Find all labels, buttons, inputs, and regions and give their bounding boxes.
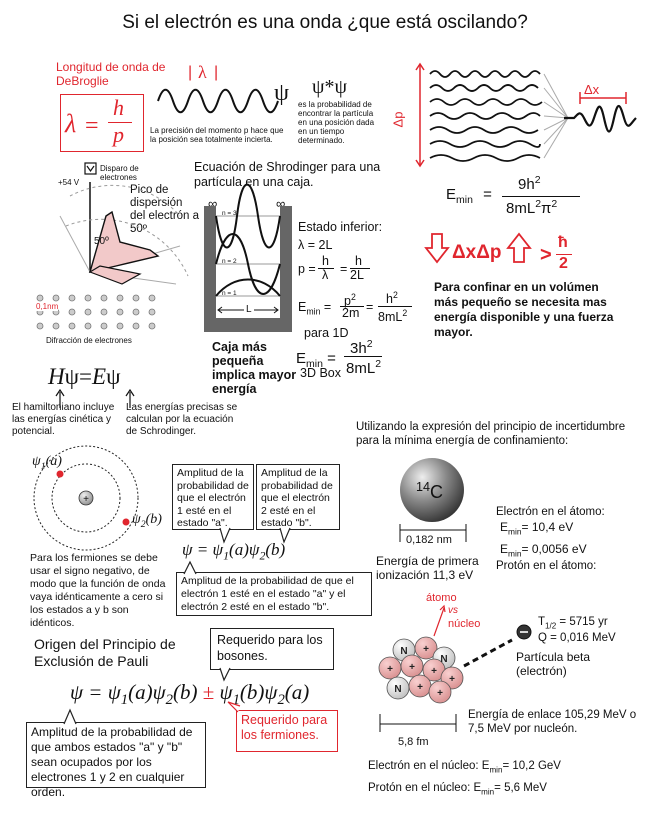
voltage-label: +54 V bbox=[58, 178, 80, 187]
carbon-intro: Utilizando la expresión del principio de… bbox=[356, 421, 626, 447]
bosons-box: Requerido para los bosones. bbox=[210, 628, 334, 670]
probability-note: es la probabilidad de encontrar la partí… bbox=[298, 100, 375, 145]
electron-gun-icon bbox=[84, 162, 97, 175]
electron-in-atom: Electrón en el átomo: bbox=[496, 506, 605, 518]
psi2b-label: ψ2(b) bbox=[132, 512, 162, 530]
svg-text:+: + bbox=[431, 666, 437, 677]
spacing-label: 0,1nm bbox=[36, 302, 59, 311]
energy-note: Las energías precisas se calculan por la… bbox=[126, 402, 238, 437]
psi1a-label: ψ1(a) bbox=[32, 454, 62, 472]
proton-in-nucleus: Protón en el núcleo: Emin= 5,6 MeV bbox=[368, 782, 547, 797]
electron-in-nucleus: Electrón en el núcleo: Emin= 10,2 GeV bbox=[368, 760, 561, 775]
svg-text:N: N bbox=[440, 654, 447, 665]
beta-emission-arrow bbox=[463, 638, 513, 668]
estado-inferior: Estado inferior: bbox=[298, 220, 383, 234]
emin-formula: Emin = bbox=[446, 186, 492, 206]
diffraction-lattice bbox=[36, 294, 156, 330]
svg-text:+: + bbox=[423, 644, 429, 655]
carbon-size: 0,182 nm bbox=[406, 534, 452, 546]
nucleus: NNN ++++ +++ bbox=[378, 636, 464, 704]
psi-star-psi: ψ*ψ bbox=[312, 76, 348, 98]
momentum-note: La precisión del momento p hace que la p… bbox=[150, 126, 284, 144]
debroglie-label: Longitud de onda de DeBroglie bbox=[56, 60, 166, 88]
delta-x-label: Δx bbox=[584, 82, 600, 97]
page-title: Si el electrón es una onda ¿que está osc… bbox=[122, 12, 528, 33]
amp-any-order-box: Amplitud de la probabilidad de que ambos… bbox=[26, 722, 206, 799]
carbon-atom bbox=[400, 458, 464, 522]
lambda-symbol: λ bbox=[65, 109, 77, 138]
p-denominator: p bbox=[113, 122, 124, 147]
wave-lambda: λ bbox=[198, 62, 207, 82]
svg-text:+: + bbox=[409, 662, 415, 673]
h-numerator: h bbox=[113, 95, 124, 120]
svg-text:+: + bbox=[437, 688, 443, 699]
svg-text:+: + bbox=[83, 494, 89, 505]
scattering-diagram bbox=[59, 182, 189, 285]
delta-p-label: Δp bbox=[390, 111, 406, 128]
beta-label: Partícula beta (electrón) bbox=[516, 650, 591, 678]
confinement-note: Para confinar en un volúmen más pequeño … bbox=[434, 280, 614, 339]
binding-energy: Energía de enlace 105,29 MeV o 7,5 MeV p… bbox=[468, 709, 637, 735]
beta-electron bbox=[516, 624, 532, 640]
uncertainty-rule: ΔxΔp bbox=[452, 242, 502, 263]
svg-text:N: N bbox=[400, 646, 407, 657]
pico-label: Pico de dispersión del electrón a 50º bbox=[130, 184, 200, 235]
fermions-box: Requerido para los fermiones. bbox=[236, 710, 338, 752]
infinite-well bbox=[204, 183, 292, 332]
q-value: Q = 0,016 MeV bbox=[538, 632, 616, 644]
proton-in-atom: Protón en el átomo: bbox=[496, 560, 597, 572]
uncertainty-arrows bbox=[424, 232, 532, 264]
angle-label: 50º bbox=[94, 236, 109, 247]
svg-text:+: + bbox=[417, 682, 423, 693]
psi-symbol: ψ bbox=[274, 80, 290, 106]
hamiltonian-equation: Hψ=Eψ bbox=[48, 364, 121, 389]
carbon-14-label: 14C bbox=[416, 480, 444, 502]
atomo-label: átomo bbox=[426, 592, 457, 604]
nucleo-label: núcleo bbox=[448, 618, 481, 630]
hamiltonian-note: El hamiltoniano incluye las energías cin… bbox=[12, 402, 115, 437]
difraccion-label: Difracción de electrones bbox=[46, 336, 132, 345]
two-electron-orbits: + bbox=[33, 445, 139, 551]
hamiltonian-arrows bbox=[55, 388, 135, 408]
hbar: ħ bbox=[558, 234, 568, 251]
fermion-note: Para los fermiones se debe usar el signo… bbox=[30, 552, 166, 629]
ionization-note: Energía de primera ionización 11,3 eV bbox=[376, 554, 479, 582]
amp-electron1-box: Amplitud de la probabilidad de que el el… bbox=[172, 464, 254, 530]
svg-text:N: N bbox=[394, 684, 401, 695]
box-heading: Ecuación de Shrodinger para una partícul… bbox=[194, 160, 381, 189]
svg-text:+: + bbox=[449, 674, 455, 685]
amp-electron2-box: Amplitud de la probabilidad de que el el… bbox=[256, 464, 340, 530]
nucleus-size: 5,8 fm bbox=[398, 736, 429, 748]
product-wavefunction: ψ = ψ1(a)ψ2(b) bbox=[182, 540, 286, 563]
caja-note: Caja más pequeña implica mayor energía bbox=[212, 340, 297, 396]
pauli-wavefunction: ψ = ψ1(a)ψ2(b) ± ψ1(b)ψ2(a) bbox=[70, 680, 310, 709]
amp-both-box: Amplitud de la probabilidad de que el el… bbox=[176, 572, 372, 616]
half-life: T1/2 = 5715 yr bbox=[538, 616, 608, 631]
pauli-origin: Origen del Principio de Exclusión de Pau… bbox=[34, 636, 176, 669]
debroglie-formula-box: λ = h p bbox=[60, 94, 144, 152]
disparo-label: Disparo de electrones bbox=[100, 164, 139, 182]
debroglie-wave bbox=[157, 88, 279, 114]
svg-text:+: + bbox=[387, 664, 393, 675]
wave-superposition bbox=[415, 62, 637, 168]
